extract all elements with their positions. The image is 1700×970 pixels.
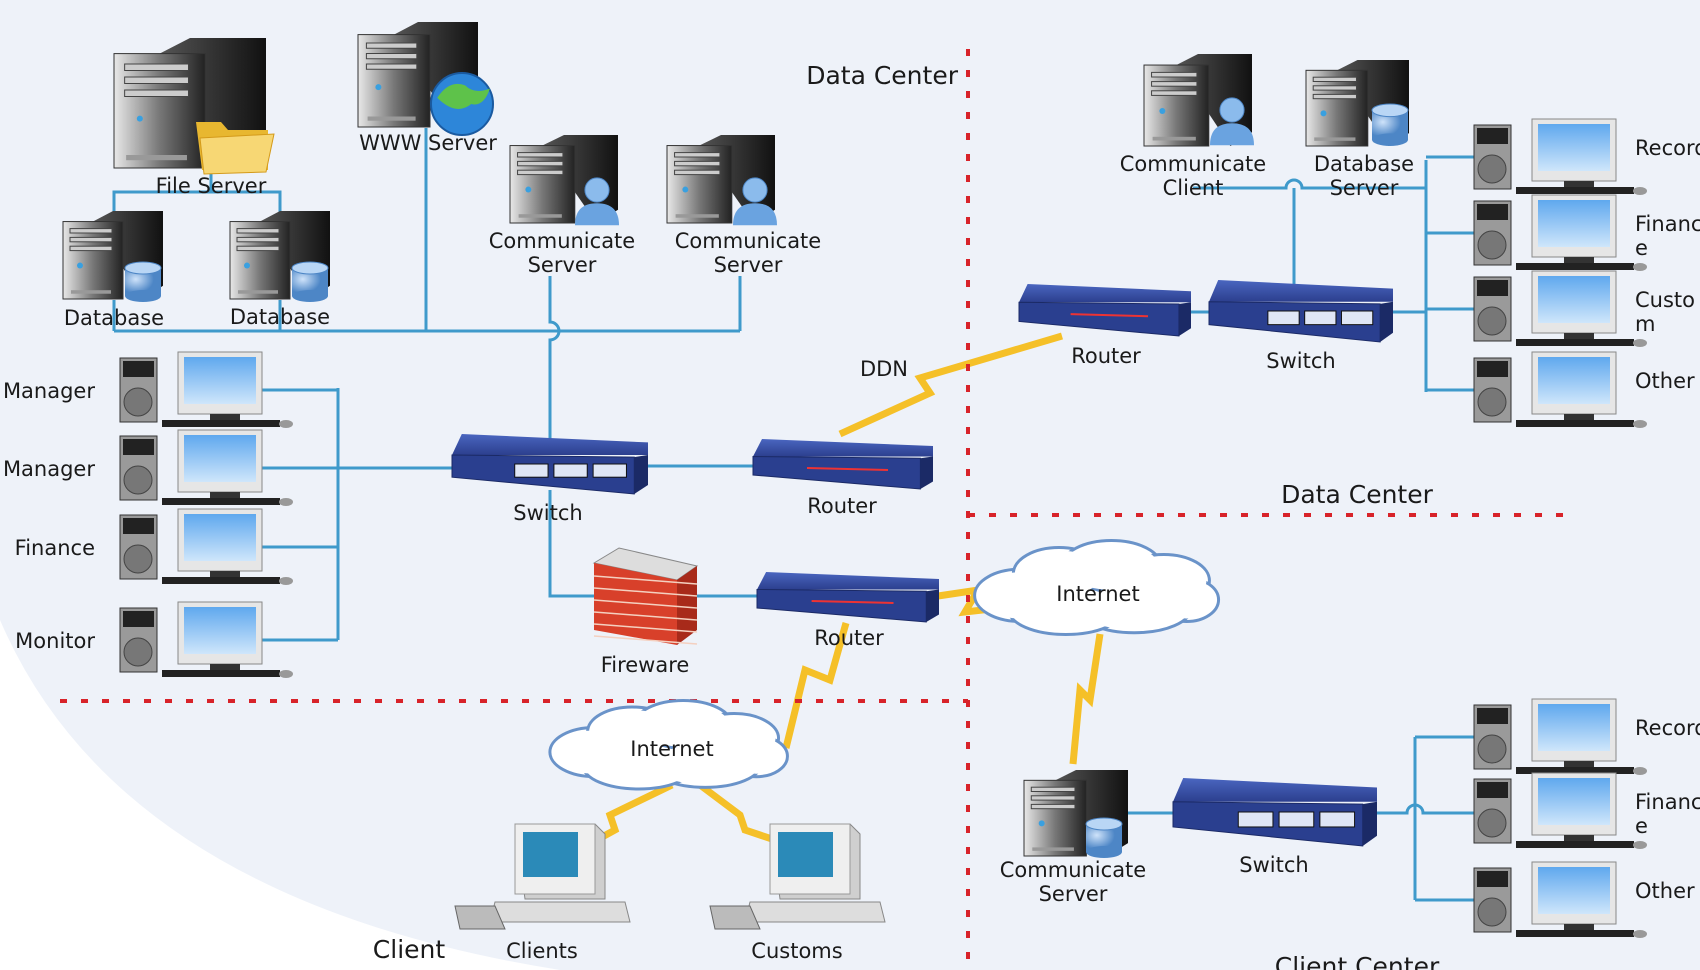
client-label: Record bbox=[1635, 716, 1700, 740]
switch-icon bbox=[1208, 280, 1393, 343]
network-link bbox=[1377, 803, 1474, 815]
globe-icon bbox=[430, 72, 494, 136]
firewall-icon bbox=[592, 547, 699, 645]
workstation-icon bbox=[119, 429, 293, 506]
cloud-icon bbox=[548, 698, 789, 791]
client-label: Financ bbox=[1635, 212, 1700, 236]
database-icon bbox=[291, 261, 329, 302]
workstation-icon bbox=[119, 601, 293, 678]
network-link bbox=[548, 490, 594, 598]
workstation-icon bbox=[1473, 772, 1647, 849]
network-link bbox=[1193, 178, 1426, 190]
node-label: DDN bbox=[860, 357, 908, 381]
client-label: Monitor bbox=[15, 629, 95, 653]
client-label: Other bbox=[1635, 369, 1695, 393]
workstation-icon bbox=[1473, 194, 1647, 271]
client-label: Manager bbox=[3, 379, 95, 403]
zone-label: Client Center bbox=[1275, 952, 1440, 970]
user-icon bbox=[1210, 97, 1254, 146]
router-icon bbox=[756, 572, 939, 623]
background-swoosh bbox=[0, 620, 560, 970]
user-icon bbox=[575, 177, 619, 226]
cloud-icon bbox=[973, 539, 1221, 637]
node-label: Router bbox=[814, 626, 884, 650]
node-label: Communicate bbox=[1000, 858, 1146, 882]
workstation-icon bbox=[454, 823, 631, 930]
node-label: Switch bbox=[1239, 853, 1308, 877]
node-label: Internet bbox=[1056, 582, 1139, 606]
node-label: Database bbox=[230, 305, 330, 329]
node-label: Switch bbox=[513, 501, 582, 525]
database-icon bbox=[124, 261, 162, 302]
server-icon bbox=[1023, 770, 1128, 857]
node-label: Fireware bbox=[601, 653, 690, 677]
node-label: Server bbox=[528, 253, 597, 277]
router-icon bbox=[1018, 284, 1191, 337]
client-label: e bbox=[1635, 814, 1648, 838]
node-label: File Server bbox=[156, 174, 267, 198]
zone-label: Data Center bbox=[1281, 480, 1434, 509]
workstation-icon bbox=[119, 351, 293, 428]
node-label: Server bbox=[1039, 882, 1108, 906]
node-label: Server bbox=[1330, 176, 1399, 200]
node-label: Database bbox=[64, 306, 164, 330]
user-icon bbox=[733, 177, 777, 226]
workstation-icon bbox=[1473, 270, 1647, 347]
database-icon bbox=[1085, 817, 1123, 858]
node-label: Communicate bbox=[1120, 152, 1266, 176]
node-label: Internet bbox=[630, 737, 713, 761]
switch-icon bbox=[451, 434, 648, 495]
database-icon bbox=[1371, 103, 1409, 146]
workstation-icon bbox=[1473, 118, 1647, 195]
client-label: e bbox=[1635, 236, 1648, 260]
node-label: Router bbox=[807, 494, 877, 518]
node-label: Communicate bbox=[489, 229, 635, 253]
lightning-icon bbox=[838, 332, 1063, 438]
zone-label: Client bbox=[373, 935, 446, 964]
server-icon bbox=[1143, 54, 1252, 147]
client-label: Manager bbox=[3, 457, 95, 481]
network-link bbox=[548, 276, 561, 439]
lightning-icon bbox=[697, 782, 792, 849]
node-label: Switch bbox=[1266, 349, 1335, 373]
client-label: Other bbox=[1635, 879, 1695, 903]
workstation-icon bbox=[1473, 698, 1647, 775]
switch-icon bbox=[1172, 778, 1377, 847]
client-label: Financ bbox=[1635, 790, 1700, 814]
client-label: Finance bbox=[15, 536, 95, 560]
router-icon bbox=[752, 439, 933, 490]
client-label: Custo bbox=[1635, 288, 1695, 312]
client-label: Record bbox=[1635, 136, 1700, 160]
node-label: Client bbox=[1163, 176, 1224, 200]
node-label: Server bbox=[714, 253, 783, 277]
folder-icon bbox=[196, 122, 275, 175]
workstation-icon bbox=[709, 823, 886, 930]
workstation-icon bbox=[1473, 861, 1647, 938]
client-label: m bbox=[1635, 312, 1655, 336]
node-label: Database bbox=[1314, 152, 1414, 176]
workstation-icon bbox=[1473, 351, 1647, 428]
workstation-icon bbox=[119, 508, 293, 585]
lightning-icon bbox=[782, 622, 850, 749]
node-label: Router bbox=[1071, 344, 1141, 368]
node-label: Communicate bbox=[675, 229, 821, 253]
node-label: Clients bbox=[506, 939, 578, 963]
lightning-icon bbox=[1069, 633, 1104, 765]
zone-label: Data Center bbox=[806, 61, 959, 90]
node-label: Customs bbox=[751, 939, 842, 963]
server-icon bbox=[509, 135, 618, 224]
node-label: WWW Server bbox=[359, 131, 497, 155]
